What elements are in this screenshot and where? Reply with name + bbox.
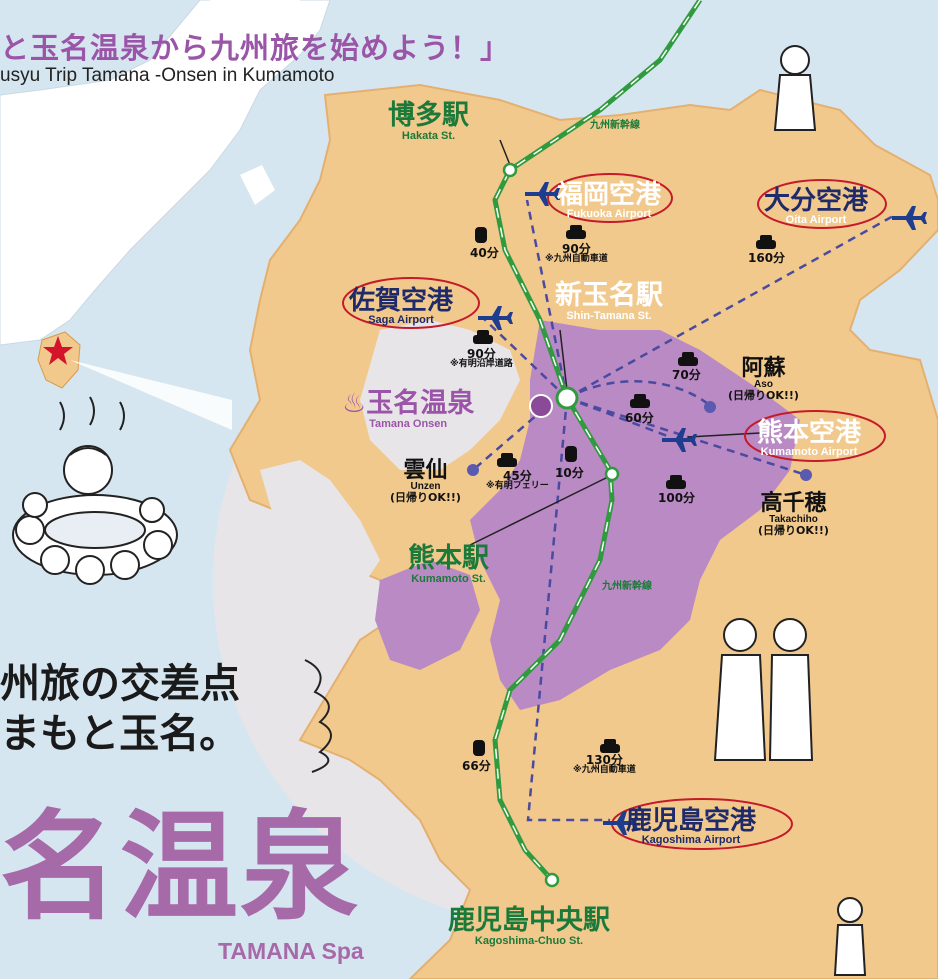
route-lines [472,199,896,822]
kumamoto-station-label: 熊本駅 Kumamoto St. [408,543,489,585]
star-marker-icon [43,336,73,365]
hakata-station-dot [502,162,518,178]
takachiho-label: 高千穂 Takachiho (日帰りOK!!) [758,491,829,537]
brand-title: 名温泉 [0,798,361,936]
kumamoto-station-dot [604,466,620,482]
kumamoto-airport-leader [687,432,761,438]
small-island [240,165,275,205]
time-aso: 70分 [672,368,701,382]
kumamoto-prefecture [470,320,800,710]
mini-kyushu [37,331,81,389]
car-icon-aso [678,352,698,366]
kumamoto-airport-label: 熊本空港 Kumamoto Airport [757,418,862,458]
fukuoka-airport-label: 福岡空港 Fukuoka Airport [557,180,662,220]
time-kumamoto-airport: 60分 [625,411,654,425]
unzen-dot [467,464,479,476]
kumamoto-st-leader [469,474,613,546]
airplane-icon-kumamoto [662,428,697,452]
airplane-icon-kagoshima [603,811,638,835]
couple-illustration [713,618,814,761]
car-icon-kagoshima [600,739,620,753]
ariake-sea [360,320,520,470]
time-kagoshima-airport: 130分 ※九州自動車道 [573,753,636,775]
shin-tamana-station-dot [555,386,579,410]
kagoshima-chuo-station-label: 鹿児島中央駅 Kagoshima-Chuo St. [448,905,610,947]
hokkaido-landmass [210,0,300,32]
car-icon-oita [756,235,776,249]
tamana-onsen-label: ♨玉名温泉 Tamana Onsen [342,388,475,430]
time-oita: 160分 [748,251,786,265]
slogan-line1: 州旅の交差点 [0,661,240,707]
honshu-landmass [0,0,331,346]
car-icon-takachiho [666,475,686,489]
aso-dot [704,401,716,413]
airplane-icon-fukuoka [525,182,560,206]
onsen-icon: ♨ [342,388,367,419]
car-icon-saga [473,330,493,344]
western-sea [260,460,380,590]
time-kumamoto-station: 10分 [555,466,584,480]
unzen-label: 雲仙 Unzen (日帰りOK!!) [390,458,461,504]
airplane-icon-oita [892,206,927,230]
aso-label: 阿蘇 Aso (日帰りOK!!) [728,356,799,402]
shin-tamana-leader [559,329,568,391]
airplane-icon-saga [478,306,513,330]
page-title: と玉名温泉から九州旅を始めよう！」 [0,31,511,65]
train-icon-kumamoto [565,446,577,462]
shinkansen-label-north: 九州新幹線 [590,120,640,131]
page-subtitle: usyu Trip Tamana -Onsen in Kumamoto [0,65,335,86]
hakata-leader [499,139,511,166]
thought-bubble-outline [304,659,332,773]
tamana-onsen-dot [529,394,553,418]
traveler-illustration-top [773,45,817,131]
train-icon-kagoshima [473,740,485,756]
time-saga: 90分 ※有明沿岸道路 [450,347,513,369]
car-icon-unzen [497,453,517,467]
kagoshima-airport-label: 鹿児島空港 Kagoshima Airport [626,806,757,846]
car-icon-fukuoka [566,225,586,239]
time-takachiho: 100分 [658,491,696,505]
time-fukuoka: 90分 ※九州自動車道 [545,242,608,264]
shinkansen-label-south: 九州新幹線 [602,581,652,592]
callout-beam [70,360,232,430]
time-unzen: 45分 ※有明フェリー [486,469,549,491]
time-hakata: 40分 [470,246,499,260]
saga-airport-label: 佐賀空港 Saga Airport [349,286,454,326]
shin-tamana-station-label: 新玉名駅 Shin-Tamana St. [555,280,663,322]
kagoshima-chuo-station-dot [544,872,560,888]
car-icon-kumamoto-airport [630,394,650,408]
onsen-bather-illustration [12,396,178,585]
oita-airport-label: 大分空港 Oita Airport [764,186,869,226]
amakusa-islands [375,560,480,670]
hakata-station-label: 博多駅 Hakata St. [388,100,469,142]
traveler-illustration-bottom [833,897,867,976]
takachiho-dot [800,469,812,481]
brand-subtitle: TAMANA Spa [218,938,364,964]
time-kagoshima-station: 66分 [462,759,491,773]
train-icon-hakata [475,227,487,243]
slogan-line2: まもと玉名。 [0,711,240,757]
